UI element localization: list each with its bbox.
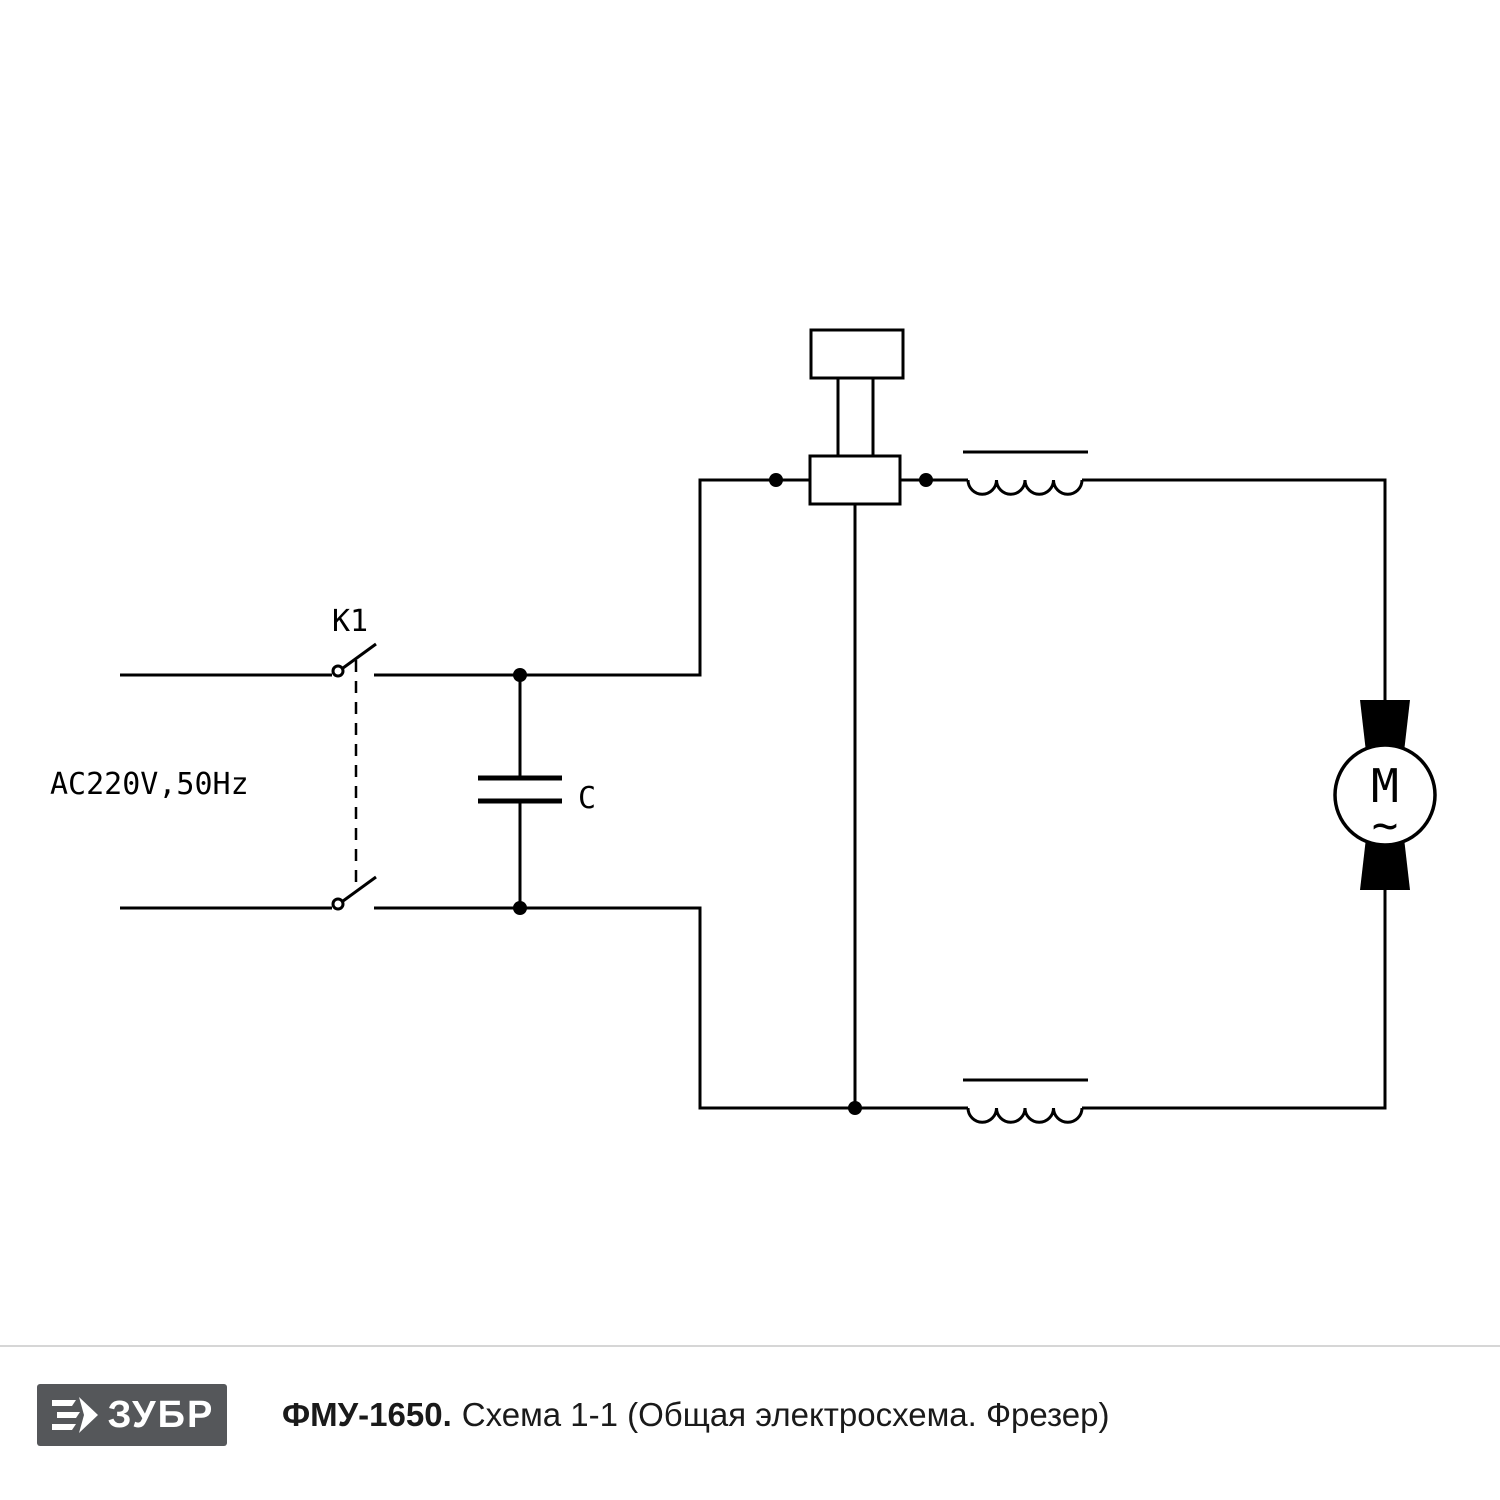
motor-brush-bottom (1360, 838, 1410, 890)
inductor-bottom (963, 1078, 1088, 1124)
diagram-caption: ФМУ-1650.Схема 1-1 (Общая электросхема. … (282, 1396, 1110, 1434)
switch-contact-bottom (331, 897, 345, 911)
capacitor (478, 775, 562, 804)
junction-dot (769, 473, 783, 487)
motor-brush-top (1360, 700, 1410, 752)
motor-wave-symbol: ~ (1372, 800, 1399, 851)
switch-blade-bottom (342, 875, 377, 903)
wire-bottom-rail (374, 906, 968, 1110)
switch-contact-top (331, 664, 345, 678)
speed-controller (808, 328, 905, 506)
circuit-diagram: M ~ AC220V,50Hz K1 C (50, 328, 1437, 1124)
junction-dot (848, 1101, 862, 1115)
junction-dots (513, 473, 933, 1115)
caption-text: Схема 1-1 (Общая электросхема. Фрезер) (461, 1396, 1110, 1433)
switch-blade-top (342, 642, 377, 670)
zubr-logo-text: ЗУБР (107, 1394, 215, 1436)
footer: ЗУБР ФМУ-1650.Схема 1-1 (Общая электросх… (0, 1380, 1500, 1450)
junction-dot (919, 473, 933, 487)
zubr-logo: ЗУБР (37, 1384, 227, 1446)
wires (120, 478, 1387, 1110)
motor: M ~ (1333, 700, 1437, 890)
switch-k1 (331, 642, 377, 911)
source-label: AC220V,50Hz (50, 767, 249, 802)
wire-inductor-to-motor-top (1082, 478, 1387, 701)
inductor-top-coil (966, 479, 1084, 496)
motor-label: M (1371, 759, 1399, 813)
controller-body (808, 454, 902, 506)
motor-circle (1333, 743, 1437, 847)
inductor-top (963, 450, 1088, 496)
wire-inductor-to-motor-bottom (1082, 889, 1387, 1110)
model-number: ФМУ-1650. (282, 1396, 452, 1433)
controller-button (809, 328, 905, 380)
zubr-logo-icon (51, 1397, 98, 1433)
switch-label: K1 (332, 604, 368, 639)
footer-divider (0, 1345, 1500, 1347)
capacitor-label: C (578, 781, 596, 816)
junction-dot (513, 901, 527, 915)
wire-top-rail (374, 478, 810, 677)
inductor-bottom-coil (966, 1107, 1084, 1124)
junction-dot (513, 668, 527, 682)
